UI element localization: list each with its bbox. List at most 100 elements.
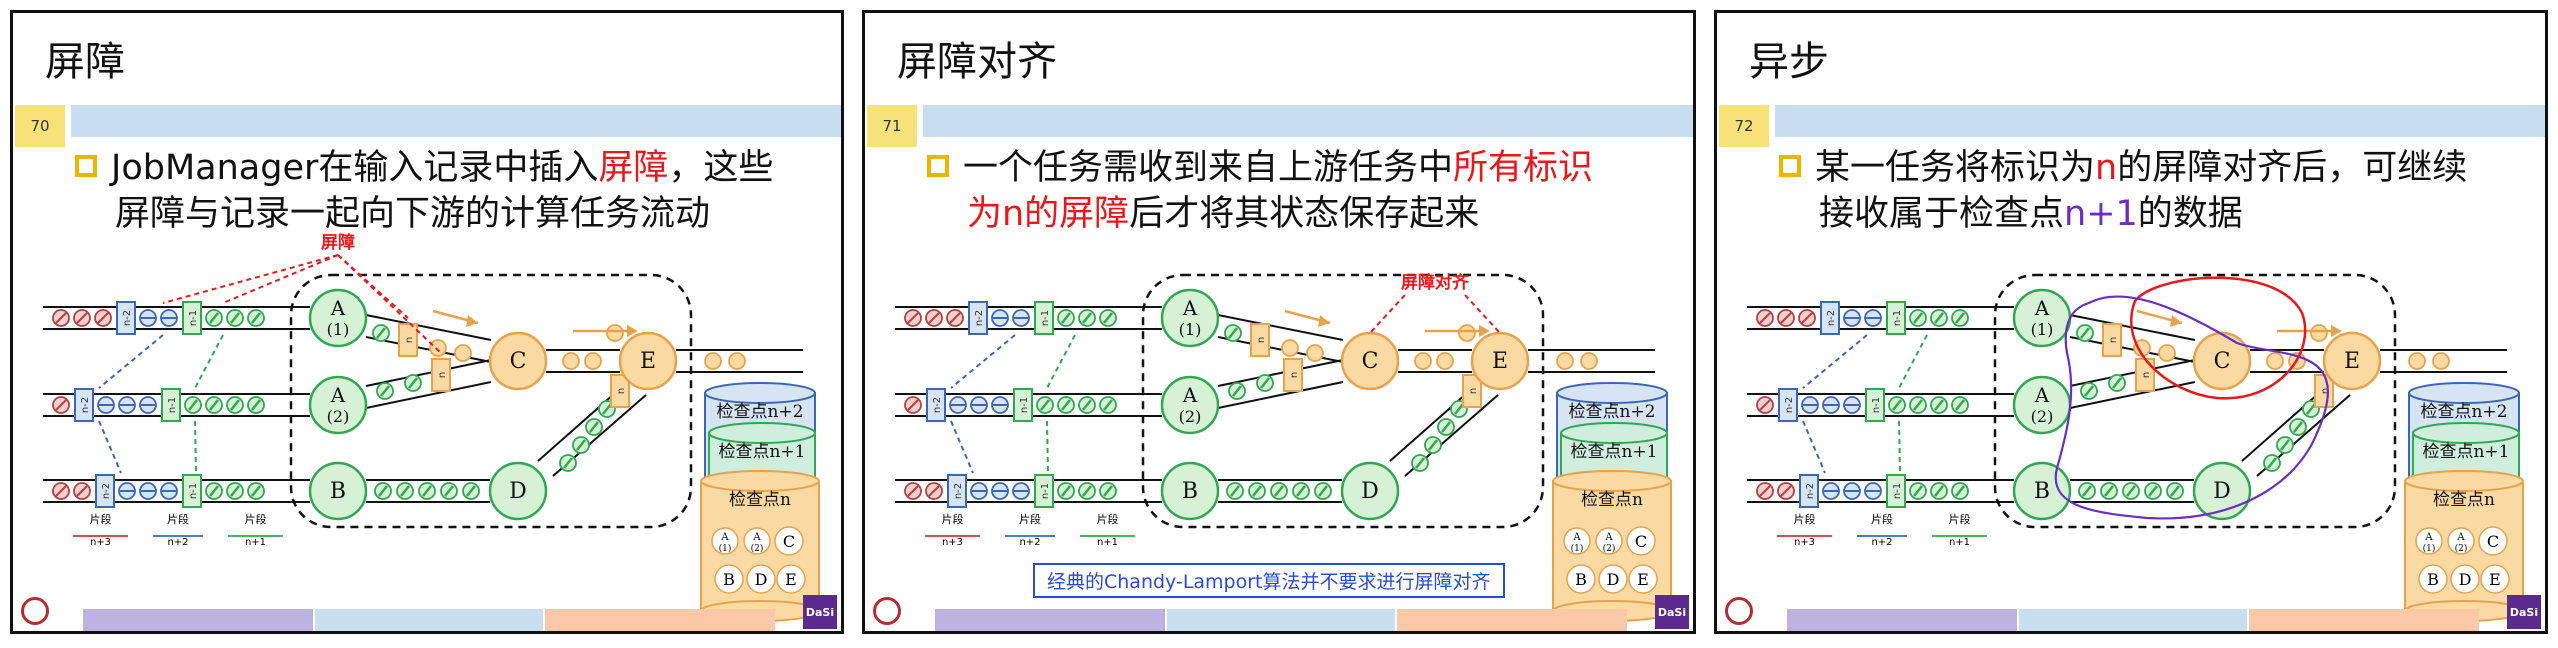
record-dot <box>1436 352 1454 370</box>
checkpoint-cylinder-top <box>2404 470 2524 492</box>
segment-id: n+3 <box>90 537 111 548</box>
checkpoint-state <box>1566 564 1596 594</box>
node-label: B <box>1182 479 1198 504</box>
record-slash <box>1759 399 1771 411</box>
callout-line <box>337 254 409 319</box>
record-dot <box>2432 352 2450 370</box>
barrier-marker <box>1820 301 1840 335</box>
segment-id: n+2 <box>1871 537 1892 548</box>
node-label: E <box>1492 349 1508 374</box>
dasi-logo: DaSi <box>2507 595 2541 629</box>
segment-id: n+2 <box>1019 537 1040 548</box>
record-dot <box>2266 352 2284 370</box>
checkpoint-state-label: E <box>1637 570 1649 589</box>
operator-node-c <box>488 331 548 391</box>
record-slash <box>907 485 919 497</box>
record-slash <box>2280 439 2290 451</box>
callout-line <box>222 254 339 304</box>
checkpoint-state <box>2415 527 2443 555</box>
operator-node-d <box>488 461 548 521</box>
barrier-alignment-line <box>1898 334 1928 389</box>
record-slash <box>1296 485 1306 497</box>
header-bar <box>71 105 841 137</box>
dasi-logo: DaSi <box>1655 595 1689 629</box>
record-slash <box>1228 327 1238 339</box>
node-label: A <box>1182 296 1198 320</box>
barrier-marker <box>95 474 115 508</box>
operator-node-d <box>2192 461 2252 521</box>
checkpoint-state-label: E <box>2489 570 2501 589</box>
operator-node-a <box>308 375 368 435</box>
flow-arrow-head <box>2331 325 2342 337</box>
checkpoint-cylinder-top <box>2408 382 2520 404</box>
checkpoint-state-label: C <box>2487 532 2499 551</box>
record-slash <box>230 312 240 324</box>
barrier-alignment-line <box>950 334 1016 389</box>
checkpoint-label: 检查点n+1 <box>2422 442 2509 462</box>
record-slash <box>1759 485 1771 497</box>
checkpoint-state-label: D <box>1607 570 1620 589</box>
segment-id: n+1 <box>1097 537 1118 548</box>
barrier-label: n-1 <box>1892 310 1903 326</box>
record-slash <box>1061 399 1071 411</box>
barrier-marker <box>1283 358 1303 392</box>
record-slash <box>1955 485 1965 497</box>
record-dot <box>1580 352 1598 370</box>
record-dot <box>1414 352 1432 370</box>
checkpoint-state <box>774 526 804 556</box>
record-slash <box>589 421 599 433</box>
slide-70: 屏障 70 JobManager在输入记录中插入屏障，这些 屏障与记录一起向下游… <box>10 10 844 634</box>
track-rail <box>2069 359 2196 387</box>
node-sublabel: (2) <box>2031 407 2054 426</box>
operator-boundary <box>1993 273 2397 529</box>
segment-label: 片段 <box>1097 512 1119 526</box>
record-slash <box>1934 485 1944 497</box>
barrier-alignment-line <box>194 420 197 474</box>
segment-id: n+3 <box>1794 537 1815 548</box>
slide-number: 72 <box>1719 105 1769 147</box>
record-dot <box>2408 352 2426 370</box>
checkpoint-state-sub: (1) <box>1571 543 1584 554</box>
record-slash <box>230 485 240 497</box>
node-label: A <box>2034 296 2050 320</box>
footer-bar-3 <box>2249 609 2479 631</box>
barrier-label: n-1 <box>188 310 199 326</box>
barrier-label: n-2 <box>1826 310 1837 326</box>
barrier-marker <box>1886 474 1906 508</box>
segment-label: 片段 <box>1871 512 1893 526</box>
checkpoint-label: 检查点n+2 <box>2420 402 2507 422</box>
operator-boundary <box>289 273 693 529</box>
checkpoint-state <box>1628 564 1658 594</box>
record-slash <box>1913 399 1923 411</box>
barrier-label: n <box>616 388 627 394</box>
record-slash <box>2080 327 2090 339</box>
record-dot <box>2158 344 2176 362</box>
barrier-marker <box>1034 474 1054 508</box>
bullet-text: 某一任务将标识为n的屏障对齐后，可继续 接收属于检查点n+1的数据 <box>1779 145 2519 237</box>
record-slash <box>380 385 390 397</box>
record-slash <box>251 485 261 497</box>
record-slash <box>602 403 612 415</box>
checkpoint-state <box>746 564 776 594</box>
checkpoint-state-label: A <box>2424 532 2433 543</box>
checkpoint-state-label: D <box>2459 570 2472 589</box>
record-slash <box>1801 312 1813 324</box>
bullet-icon <box>927 155 949 177</box>
record-dot <box>606 324 624 342</box>
checkpoint-state-label: A <box>752 532 761 543</box>
record-slash <box>563 457 573 469</box>
record-slash <box>1061 485 1071 497</box>
record-slash <box>576 439 586 451</box>
record-slash <box>97 312 109 324</box>
record-slash <box>466 485 476 497</box>
node-label: B <box>330 479 346 504</box>
header-bar <box>923 105 1693 137</box>
barrier-label: n <box>1289 372 1300 378</box>
record-slash <box>76 312 88 324</box>
checkpoint-state-sub: (1) <box>719 543 732 554</box>
bullet-icon <box>75 155 97 177</box>
bullet-icon <box>1779 155 1801 177</box>
barrier-marker <box>1799 474 1819 508</box>
record-slash <box>928 312 940 324</box>
